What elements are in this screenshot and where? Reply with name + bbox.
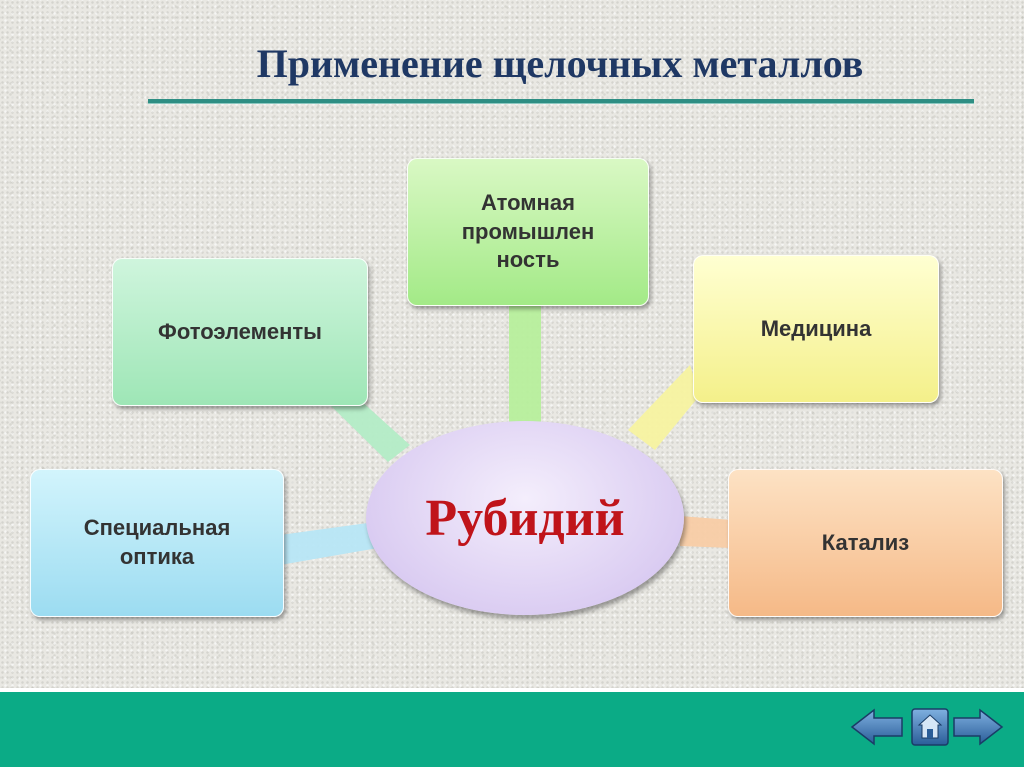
connector-photo bbox=[325, 400, 410, 462]
center-node-rubidium: Рубидий bbox=[366, 421, 684, 615]
connector-optics bbox=[280, 522, 378, 565]
arrow-left-icon[interactable] bbox=[850, 708, 904, 746]
connector-medicine bbox=[628, 365, 700, 450]
node-atomic-industry: Атомная промышлен ность bbox=[407, 158, 649, 306]
page-title: Применение щелочных металлов bbox=[256, 41, 864, 86]
footer-bar bbox=[0, 692, 1024, 767]
connectors bbox=[280, 300, 732, 565]
node-photocells: Фотоэлементы bbox=[112, 258, 368, 406]
connector-catalysis bbox=[680, 516, 732, 548]
connector-atom bbox=[509, 300, 541, 424]
node-medicine: Медицина bbox=[693, 255, 939, 403]
node-special-optics: Специальная оптика bbox=[30, 469, 284, 617]
home-icon[interactable] bbox=[911, 708, 949, 746]
arrow-right-icon[interactable] bbox=[952, 708, 1004, 746]
node-catalysis: Катализ bbox=[728, 469, 1003, 617]
title-underline bbox=[148, 99, 974, 104]
